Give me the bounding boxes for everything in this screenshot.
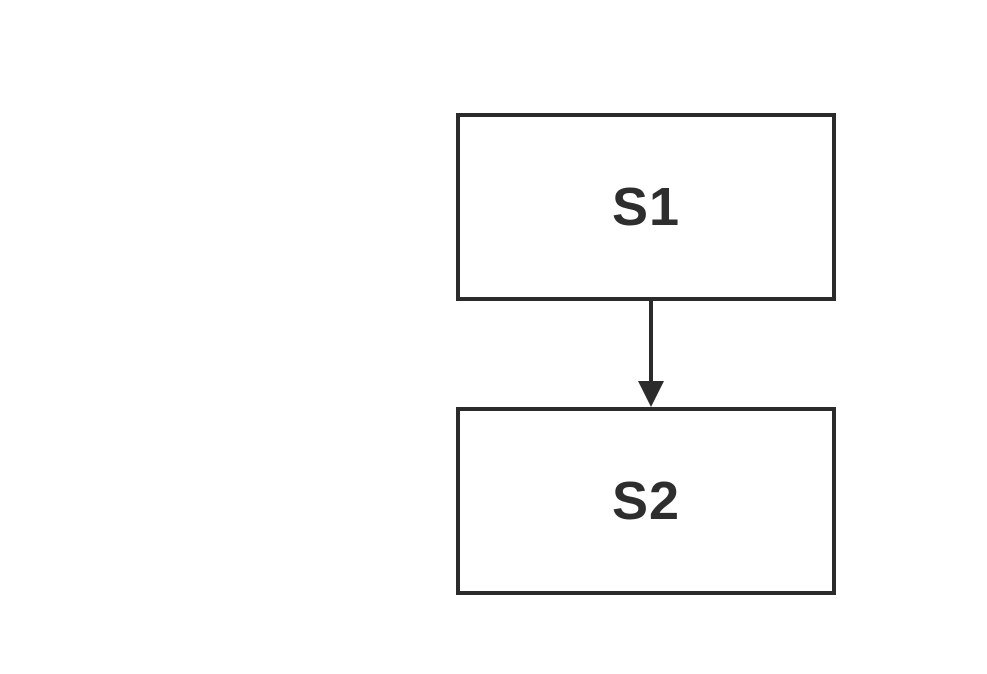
arrow-s1-to-s2-icon [638, 301, 664, 407]
node-s2-label: S2 [611, 471, 681, 531]
node-s1-label: S1 [611, 177, 681, 237]
flow-node-s2: S2 [456, 407, 836, 595]
flow-node-s1: S1 [456, 113, 836, 301]
